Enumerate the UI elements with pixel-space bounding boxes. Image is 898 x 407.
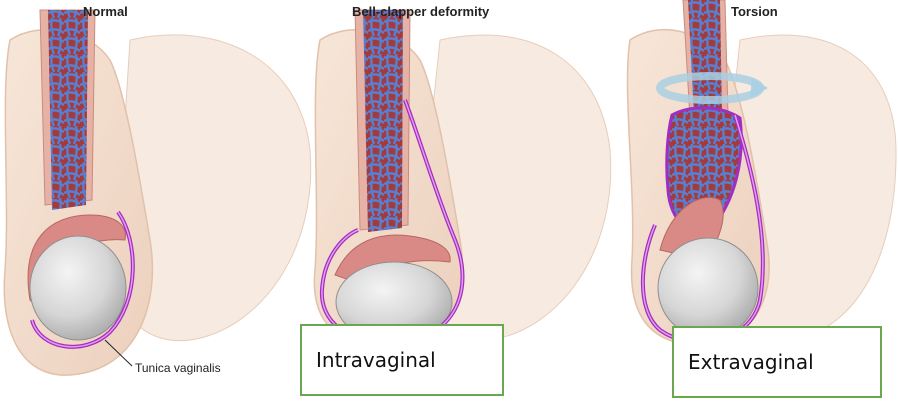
vessels-bell-clapper — [363, 10, 403, 232]
panel-torsion-illustration — [627, 0, 896, 345]
vessels-normal — [48, 10, 88, 210]
tunica-vaginalis-label: Tunica vaginalis — [135, 361, 221, 375]
testis-torsion — [658, 238, 758, 338]
panel-normal-illustration — [4, 10, 310, 375]
extravaginal-box: Extravaginal — [672, 326, 882, 398]
panel-title-normal: Normal — [83, 4, 128, 19]
panel-bell-clapper-illustration — [314, 10, 610, 345]
panel-title-bell-clapper: Bell-clapper deformity — [352, 4, 489, 19]
testis-normal — [30, 236, 126, 340]
panel-title-torsion: Torsion — [731, 4, 778, 19]
intravaginal-label: Intravaginal — [316, 348, 436, 372]
intravaginal-box: Intravaginal — [300, 324, 504, 396]
extravaginal-label: Extravaginal — [688, 350, 814, 374]
